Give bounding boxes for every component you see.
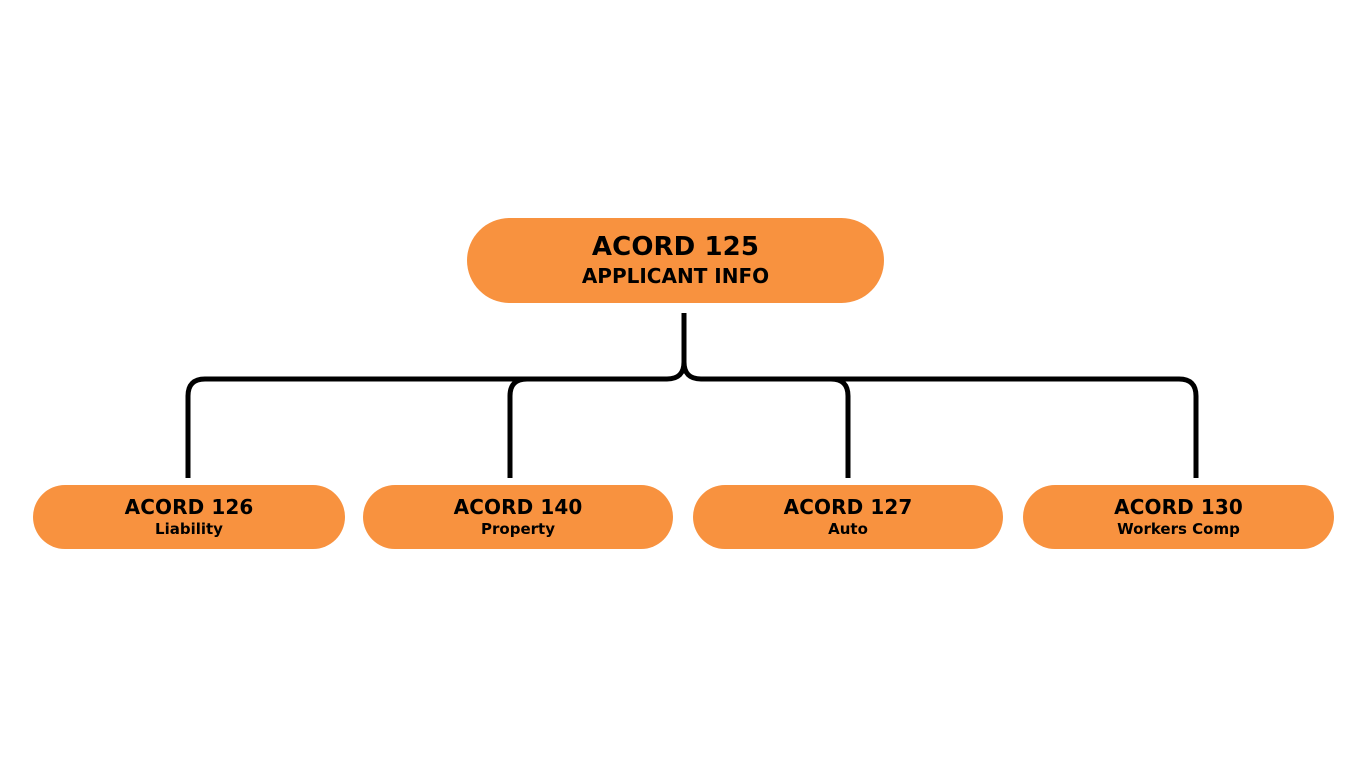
node-title: ACORD 130 <box>1114 495 1243 520</box>
connector-trunk <box>681 313 702 382</box>
node-acord-125[interactable]: ACORD 125 APPLICANT INFO <box>467 218 884 303</box>
node-subtitle: Property <box>481 519 555 538</box>
node-acord-130[interactable]: ACORD 130 Workers Comp <box>1023 485 1334 549</box>
node-acord-126[interactable]: ACORD 126 Liability <box>33 485 345 549</box>
node-title: ACORD 125 <box>591 232 760 263</box>
node-acord-140[interactable]: ACORD 140 Property <box>363 485 673 549</box>
node-subtitle: Auto <box>828 519 868 538</box>
node-subtitle: APPLICANT INFO <box>581 264 770 289</box>
node-subtitle: Workers Comp <box>1117 519 1240 538</box>
node-title: ACORD 126 <box>124 495 254 520</box>
node-acord-127[interactable]: ACORD 127 Auto <box>693 485 1003 549</box>
connector-trunk-left-fillet <box>666 361 687 382</box>
node-subtitle: Liability <box>155 519 223 538</box>
connector-drop-child-2 <box>830 376 851 478</box>
node-title: ACORD 127 <box>783 495 913 520</box>
connector-drop-child-3 <box>1178 376 1199 478</box>
node-title: ACORD 140 <box>453 495 583 520</box>
connector-drop-child-0 <box>185 376 206 478</box>
connector-drop-child-1 <box>507 376 528 478</box>
